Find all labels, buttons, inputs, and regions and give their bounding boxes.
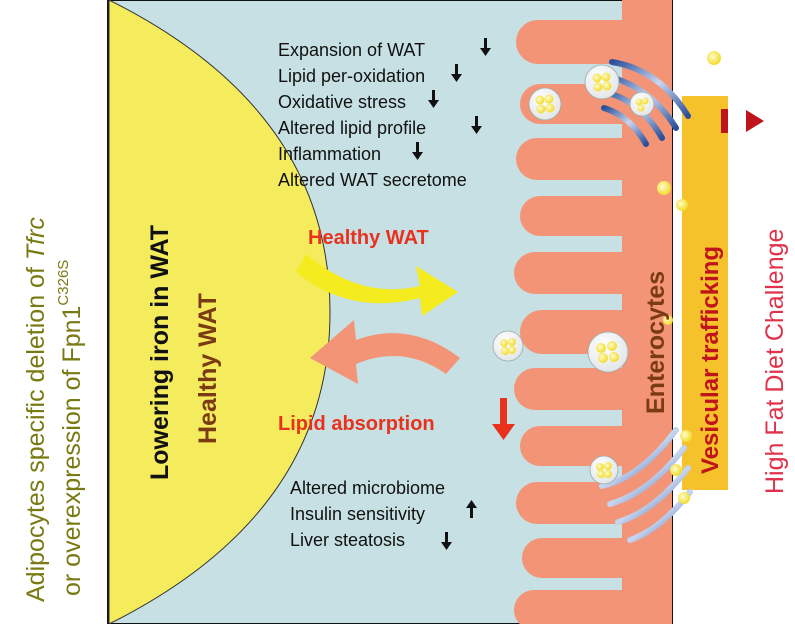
- white-adipose-tissue: [108, 0, 331, 624]
- svg-text:Adipocytes specific deletion o: Adipocytes specific deletion of Tfrc: [22, 217, 50, 602]
- effect-item: Altered microbiome: [290, 478, 445, 498]
- effect-item: Altered lipid profile: [278, 118, 426, 138]
- decrease-arrow-icon: [412, 38, 491, 160]
- golgi-apparatus-icon: [599, 427, 693, 543]
- left-label-line1: Adipocytes specific deletion of: [22, 260, 50, 602]
- systemic-effects-list: Altered microbiome Insulin sensitivity L…: [290, 478, 445, 550]
- lipid-absorption-label: Lipid absorption: [278, 413, 435, 435]
- left-label-line2: or overexpression of Fpn1: [58, 306, 86, 596]
- healthy-wat-flow-arrow: [296, 254, 458, 316]
- svg-text:or overexpression of Fpn1C326S: or overexpression of Fpn1C326S: [55, 260, 86, 596]
- left-label-superscript: C326S: [55, 260, 72, 306]
- effect-item: Lipid per-oxidation: [278, 66, 425, 86]
- lipid-vesicle-icon: [589, 455, 619, 485]
- effect-item: Altered WAT secretome: [278, 170, 467, 190]
- lipid-vesicle-icon: [492, 330, 524, 362]
- wat-label: Lowering iron in WAT Healthy WAT: [146, 225, 222, 480]
- lipid-vesicle-icon: [587, 331, 629, 373]
- left-label-gene: Tfrc: [22, 217, 50, 261]
- enterocytes-label: Enterocytes: [642, 271, 670, 414]
- lipid-vesicle-icon: [584, 64, 620, 100]
- lipid-vesicle-icon: [528, 87, 562, 121]
- wat-effects-list: Expansion of WAT Lipid per-oxidation Oxi…: [278, 40, 467, 190]
- decrease-arrow-icon: [441, 532, 452, 550]
- effect-item: Oxidative stress: [278, 92, 406, 112]
- healthy-wat-arrow-label: Healthy WAT: [308, 227, 429, 249]
- lipid-droplet-icon: [657, 51, 721, 504]
- vesicular-trafficking-down-arrow: [721, 109, 764, 133]
- vesicular-trafficking-band: [682, 96, 728, 490]
- lipid-vesicle-icon: [629, 91, 655, 117]
- high-fat-diet-label: High Fat Diet Challenge: [761, 229, 789, 494]
- lipid-absorption-flow-arrow: [310, 320, 460, 384]
- effect-item: Inflammation: [278, 144, 381, 164]
- left-condition-label: Adipocytes specific deletion of Tfrc or …: [22, 217, 86, 602]
- effect-item: Liver steatosis: [290, 530, 405, 550]
- wat-label-line2: Healthy WAT: [194, 293, 222, 444]
- vesicular-trafficking-label: Vesicular trafficking: [697, 246, 724, 474]
- wat-label-line1: Lowering iron in WAT: [146, 225, 174, 480]
- effect-item: Expansion of WAT: [278, 40, 425, 60]
- enterocyte-villi: [514, 0, 672, 624]
- increase-arrow-icon: [466, 500, 477, 518]
- effect-item: Insulin sensitivity: [290, 504, 425, 524]
- lipid-absorption-down-arrow: [492, 398, 515, 440]
